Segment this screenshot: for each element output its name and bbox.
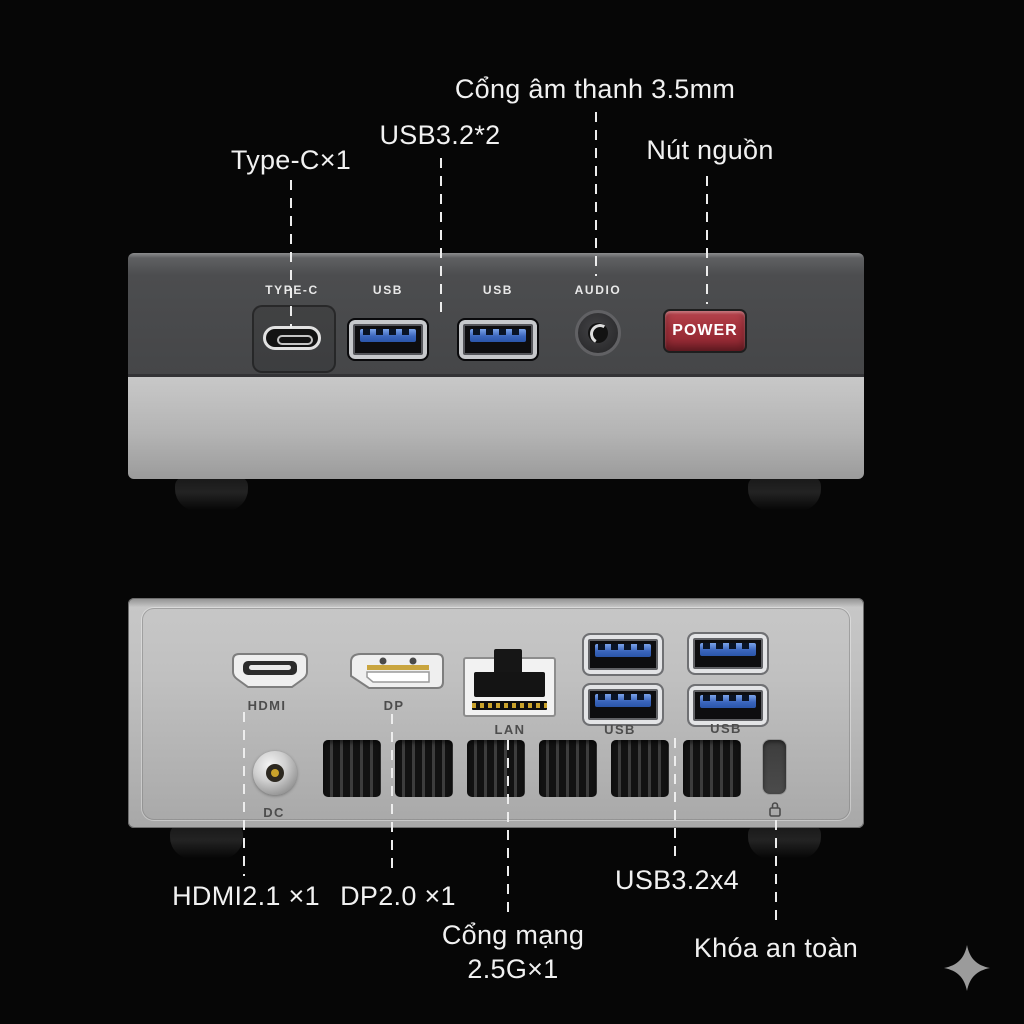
- back-foot-left: [170, 825, 243, 859]
- sparkle-icon: [944, 945, 990, 991]
- type-c-port-inner: [277, 335, 313, 345]
- front-usb-port-2: [457, 318, 539, 361]
- audio-jack-highlight: [587, 321, 613, 347]
- audio-jack-label: AUDIO: [574, 283, 622, 297]
- leader-line-audio: [595, 112, 597, 276]
- dc-label: DC: [263, 805, 285, 820]
- lan-label: LAN: [494, 722, 526, 737]
- leader-line-type-c: [290, 180, 292, 328]
- front-panel-seam: [128, 374, 864, 377]
- front-bottom-panel: [128, 377, 864, 479]
- usb-contacts: [363, 329, 413, 335]
- power-button-label: POWER: [672, 322, 738, 339]
- callout-audio-jack: Cổng âm thanh 3.5mm: [454, 74, 736, 104]
- callout-hdmi: HDMI2.1 ×1: [172, 881, 320, 911]
- lock-icon: [769, 802, 781, 817]
- dp-port-icon: [350, 653, 444, 689]
- lan-cavity: [474, 672, 545, 697]
- usb-contacts: [703, 695, 753, 701]
- callout-dp: DP2.0 ×1: [340, 881, 456, 911]
- usb-contacts: [703, 643, 753, 649]
- type-c-port-label: TYPE-C: [265, 283, 319, 297]
- usb-contacts: [598, 694, 648, 700]
- callout-lan-line1: Cổng mạng: [441, 920, 585, 950]
- front-usb-port-1: [347, 318, 429, 361]
- front-usb1-label: USB: [372, 283, 404, 297]
- vent-grille: [611, 740, 669, 797]
- vent-grille: [323, 740, 381, 797]
- back-usb-column1-label: USB: [604, 722, 636, 737]
- leader-line-back-usb: [674, 738, 676, 858]
- callout-security-lock: Khóa an toàn: [693, 933, 859, 963]
- leader-line-power: [706, 176, 708, 304]
- back-usb-column2-label: USB: [710, 721, 742, 736]
- back-usb-port-2: [687, 632, 769, 675]
- vent-grille: [395, 740, 453, 797]
- back-panel-outline: [142, 608, 850, 820]
- vent-grille: [539, 740, 597, 797]
- lan-port: [463, 649, 556, 717]
- leader-line-lock: [775, 820, 777, 926]
- callout-power-button: Nút nguồn: [646, 135, 774, 165]
- type-c-port: [263, 326, 321, 350]
- hdmi-port-icon: [232, 653, 308, 688]
- mini-pc-back-view: HDMI DP LAN U: [128, 598, 864, 828]
- front-usb2-label: USB: [482, 283, 514, 297]
- audio-jack: [575, 310, 621, 356]
- leader-line-dp: [391, 714, 393, 876]
- callout-lan-line2: 2.5G×1: [467, 954, 559, 984]
- callout-lan: Cổng mạng 2.5G×1: [442, 918, 584, 986]
- usb-contacts: [598, 644, 648, 650]
- mini-pc-front-view: TYPE-C USB USB AUDIO POWER: [128, 253, 864, 479]
- callout-type-c: Type-C×1: [230, 145, 352, 175]
- audio-jack-hole: [587, 321, 613, 347]
- front-foot-left: [175, 477, 248, 511]
- back-usb-port-1: [582, 633, 664, 676]
- hdmi-label: HDMI: [247, 698, 287, 713]
- back-usb-port-3: [582, 683, 664, 726]
- dc-jack-pin: [271, 769, 279, 777]
- leader-line-front-usb: [440, 158, 442, 316]
- usb-contacts: [473, 329, 523, 335]
- leader-line-hdmi: [243, 712, 245, 876]
- power-button[interactable]: POWER: [663, 309, 747, 353]
- back-usb-port-4: [687, 684, 769, 727]
- vent-grille: [683, 740, 741, 797]
- dp-label: DP: [383, 698, 405, 713]
- security-lock-slot: [763, 740, 786, 794]
- leader-line-lan: [507, 740, 509, 912]
- vent-grille: [467, 740, 525, 797]
- callout-front-usb: USB3.2*2: [379, 120, 501, 150]
- back-foot-right: [748, 825, 821, 859]
- dc-power-jack: [253, 751, 297, 795]
- front-foot-right: [748, 477, 821, 511]
- callout-back-usb: USB3.2x4: [615, 865, 739, 895]
- lan-pins: [472, 701, 547, 710]
